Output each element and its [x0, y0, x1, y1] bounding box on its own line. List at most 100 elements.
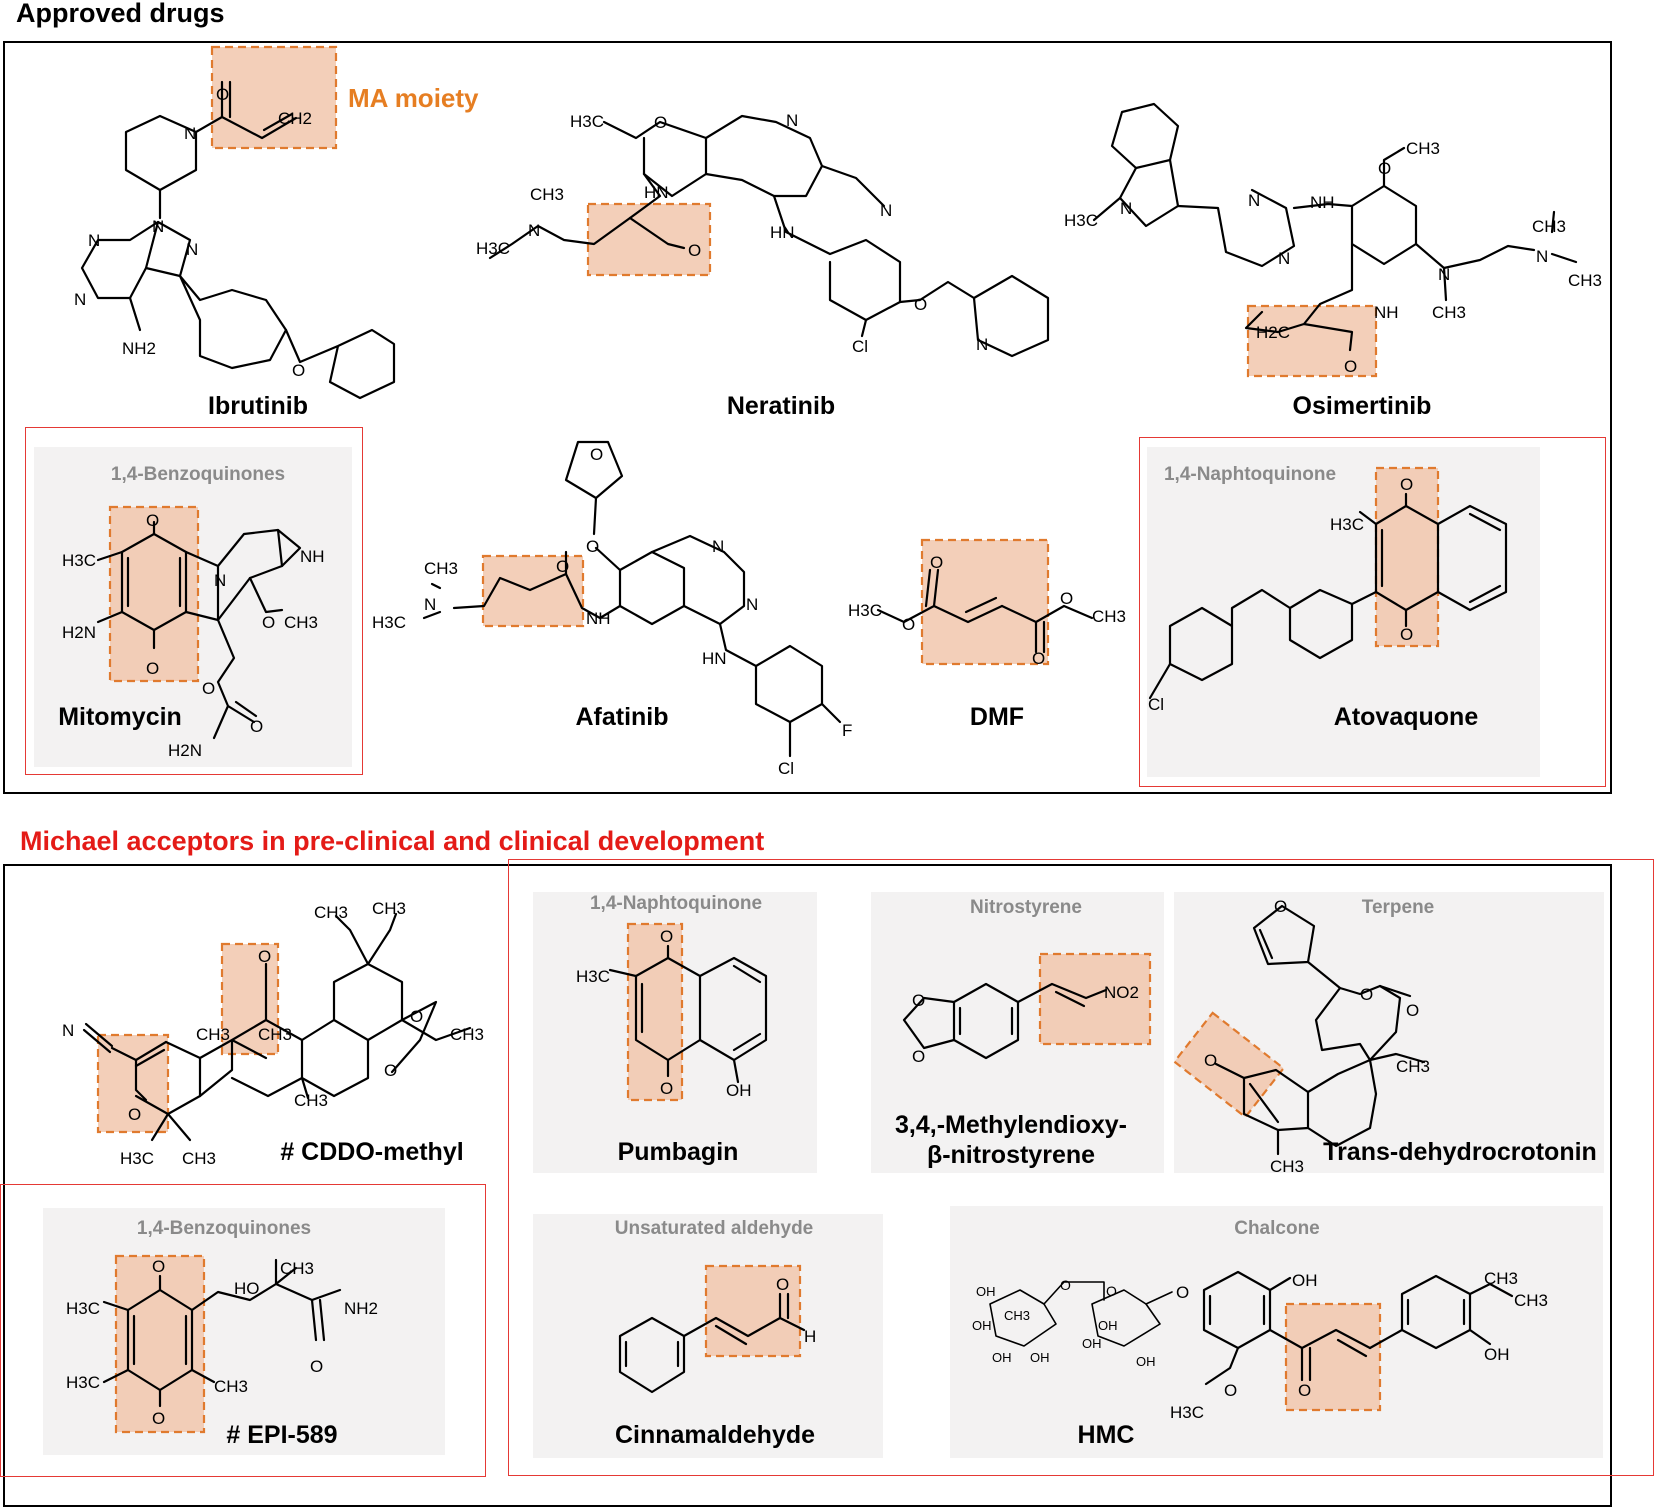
svg-text:N: N — [1438, 265, 1450, 284]
svg-text:OH: OH — [1030, 1350, 1050, 1365]
svg-text:H3C: H3C — [1170, 1403, 1204, 1422]
svg-text:CH3: CH3 — [314, 903, 348, 922]
svg-text:H3C: H3C — [570, 112, 604, 131]
compound-name-epi-589: # EPI-589 — [226, 1421, 338, 1449]
svg-text:O: O — [146, 511, 159, 530]
category-label-naphtoquinone-dev: 1,4-Naphtoquinone — [589, 893, 763, 914]
drug-name-afatinib: Afatinib — [575, 703, 669, 731]
svg-text:H3C: H3C — [1064, 211, 1098, 230]
svg-text:CH3: CH3 — [450, 1025, 484, 1044]
svg-text:HO: HO — [234, 1279, 260, 1298]
svg-text:O: O — [1106, 1283, 1117, 1299]
development-section-title: Michael acceptors in pre-clinical and cl… — [20, 826, 765, 856]
svg-text:O: O — [258, 947, 271, 966]
svg-text:N: N — [1248, 191, 1260, 210]
svg-text:OH: OH — [1484, 1345, 1510, 1364]
svg-text:O: O — [410, 1007, 423, 1026]
svg-text:H3C: H3C — [120, 1149, 154, 1168]
svg-text:OH: OH — [972, 1318, 992, 1333]
svg-text:CH3: CH3 — [258, 1025, 292, 1044]
svg-text:N: N — [528, 221, 540, 240]
svg-text:O: O — [1406, 1001, 1419, 1020]
svg-text:N: N — [74, 290, 86, 309]
svg-text:OH: OH — [1098, 1318, 1118, 1333]
atovaquone-panel — [1147, 447, 1540, 777]
svg-text:Cl: Cl — [1148, 695, 1164, 714]
svg-text:N: N — [152, 217, 164, 236]
category-label-terpene: Terpene — [1361, 897, 1435, 918]
category-label-unsaturated-aldehyde: Unsaturated aldehyde — [614, 1218, 814, 1239]
svg-text:N: N — [746, 595, 758, 614]
svg-text:CH3: CH3 — [196, 1025, 230, 1044]
svg-text:NH: NH — [1374, 303, 1399, 322]
svg-text:O: O — [1344, 357, 1357, 376]
svg-text:NH2: NH2 — [122, 339, 156, 358]
svg-text:N: N — [88, 231, 100, 250]
drug-name-dmf: DMF — [969, 703, 1025, 731]
svg-text:O: O — [930, 553, 943, 572]
svg-text:CH2: CH2 — [278, 109, 312, 128]
svg-text:H2C: H2C — [1256, 323, 1290, 342]
svg-text:N: N — [1278, 249, 1290, 268]
svg-text:CH3: CH3 — [1514, 1291, 1548, 1310]
svg-text:O: O — [660, 1079, 673, 1098]
svg-text:H3C: H3C — [62, 551, 96, 570]
svg-text:HN: HN — [644, 183, 669, 202]
svg-text:H3C: H3C — [576, 967, 610, 986]
svg-text:O: O — [912, 991, 925, 1010]
category-label-benzoquinones-dev: 1,4-Benzoquinones — [136, 1218, 312, 1239]
svg-text:N: N — [184, 124, 196, 143]
svg-text:HN: HN — [702, 649, 727, 668]
svg-text:CH3: CH3 — [294, 1091, 328, 1110]
drug-name-atovaquone: Atovaquone — [1333, 703, 1479, 731]
svg-text:N: N — [1120, 199, 1132, 218]
svg-text:O: O — [1204, 1051, 1217, 1070]
svg-text:O: O — [1224, 1381, 1237, 1400]
svg-text:OH: OH — [726, 1081, 752, 1100]
svg-text:O: O — [660, 927, 673, 946]
svg-text:O: O — [1360, 985, 1373, 1004]
drug-name-mitomycin: Mitomycin — [58, 703, 182, 731]
svg-text:O: O — [776, 1275, 789, 1294]
epi-589-red-frame — [0, 1184, 486, 1477]
atovaquone-red-frame — [1139, 437, 1606, 787]
svg-text:OH: OH — [1136, 1354, 1156, 1369]
svg-text:H3C: H3C — [372, 613, 406, 632]
svg-text:O: O — [128, 1105, 141, 1124]
svg-text:CH3: CH3 — [284, 613, 318, 632]
svg-text:NH: NH — [300, 547, 325, 566]
svg-text:O: O — [262, 613, 275, 632]
svg-text:CH3: CH3 — [372, 899, 406, 918]
svg-text:Cl: Cl — [852, 337, 868, 356]
mitomycin-red-frame — [25, 427, 363, 775]
svg-text:O: O — [902, 615, 915, 634]
svg-text:H3C: H3C — [1330, 515, 1364, 534]
category-label-naphtoquinone: 1,4-Naphtoquinone — [1163, 464, 1337, 485]
svg-text:O: O — [688, 241, 701, 260]
ma-moiety-label: MA moiety — [348, 83, 479, 113]
svg-text:O: O — [586, 537, 599, 556]
svg-text:O: O — [310, 1357, 323, 1376]
svg-text:N: N — [712, 537, 724, 556]
svg-text:CH3: CH3 — [1396, 1057, 1430, 1076]
drug-name-osimertinib: Osimertinib — [1292, 392, 1432, 420]
svg-text:O: O — [1060, 589, 1073, 608]
svg-text:N: N — [186, 240, 198, 259]
svg-text:F: F — [842, 721, 852, 740]
svg-text:H2N: H2N — [168, 741, 202, 760]
svg-text:O: O — [1298, 1381, 1311, 1400]
approved-drugs-frame — [3, 41, 1612, 794]
compound-name-nitrostyrene-line1: 3,4,-Methylendioxy- — [895, 1111, 1127, 1139]
compound-name-pumbagin: Pumbagin — [617, 1138, 739, 1166]
category-label-benzoquinones: 1,4-Benzoquinones — [110, 464, 286, 485]
development-frame — [3, 864, 1612, 1507]
svg-text:OH: OH — [992, 1350, 1012, 1365]
svg-text:H3C: H3C — [848, 601, 882, 620]
svg-text:N: N — [786, 111, 798, 130]
svg-text:O: O — [152, 1409, 165, 1428]
